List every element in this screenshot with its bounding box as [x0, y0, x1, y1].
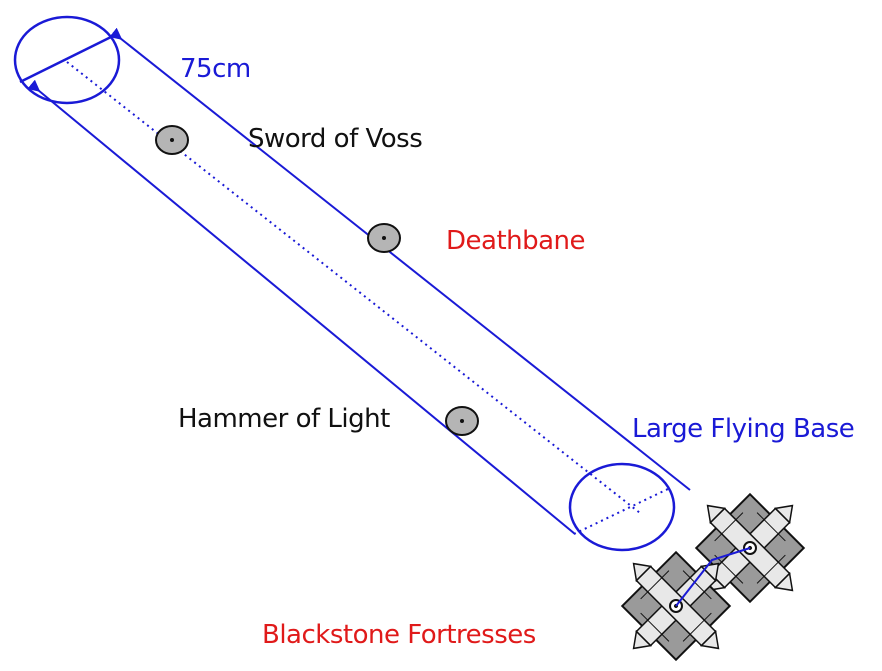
- blackstone-fortresses-label: Blackstone Fortresses: [262, 620, 536, 650]
- fortress-link: [675, 547, 751, 607]
- flying-base-destination: [13, 15, 121, 105]
- hammer-of-light-model: [445, 406, 479, 436]
- corridor-edge-lower: [27, 79, 576, 535]
- base-diameter: [573, 487, 671, 535]
- sword-of-voss-model: [155, 125, 189, 155]
- destination-diameter: [19, 34, 114, 84]
- deathbane-label: Deathbane: [446, 226, 586, 256]
- large-flying-base-label: Large Flying Base: [632, 414, 855, 444]
- deathbane-model: [367, 223, 401, 253]
- sword-of-voss-label: Sword of Voss: [248, 124, 423, 154]
- large-flying-base: [568, 462, 676, 552]
- hammer-of-light-label: Hammer of Light: [178, 404, 390, 434]
- corridor-edge-upper: [109, 27, 691, 491]
- distance-label: 75cm: [180, 54, 251, 84]
